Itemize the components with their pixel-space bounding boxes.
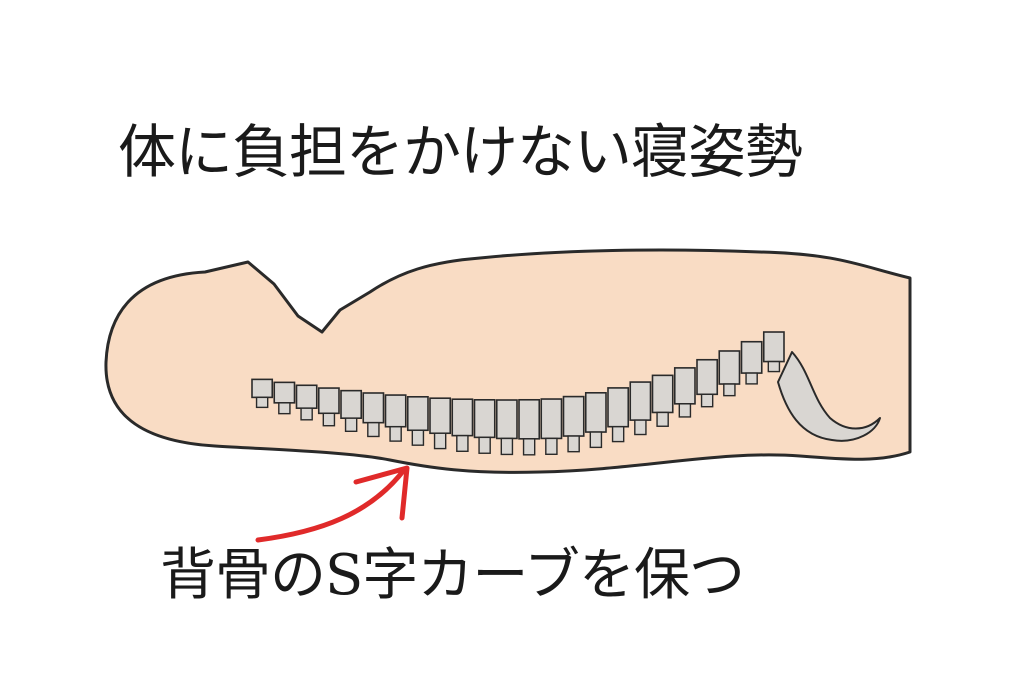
vertebra (607, 387, 630, 428)
vertebra (273, 381, 296, 404)
sacrum (777, 351, 881, 442)
vertebra-process (344, 417, 358, 433)
vertebra (651, 374, 674, 414)
vertebra-process (700, 393, 714, 408)
arrow-shaft (255, 467, 407, 543)
vertebra (340, 389, 363, 419)
vertebra (295, 384, 318, 409)
vertebra-process (522, 438, 536, 456)
vertebra (762, 331, 785, 363)
vertebra-process (456, 434, 469, 452)
vertebra (562, 395, 585, 437)
vertebra (451, 398, 474, 437)
vertebra (251, 378, 274, 399)
vertebra-process (411, 429, 425, 446)
vertebra-process (478, 436, 491, 454)
vertebra-process (745, 372, 758, 385)
vertebra-process (278, 402, 291, 415)
vertebra (473, 399, 496, 439)
vertebra-process (678, 403, 692, 418)
vertebra-process (545, 437, 558, 455)
caption-text: 背骨のS字カーブを保つ (160, 543, 745, 608)
vertebra (584, 392, 607, 433)
vertebra-process (433, 432, 447, 450)
vertebra (629, 381, 652, 421)
vertebra (317, 387, 340, 415)
vertebra (718, 350, 741, 385)
vertebra (740, 340, 763, 374)
vertebra (495, 399, 518, 440)
vertebra (696, 358, 719, 396)
vertebra-process (322, 412, 336, 427)
vertebra-process (389, 426, 402, 442)
vertebra-process (634, 419, 647, 436)
page-title: 体に負担をかけない寝姿勢 (118, 118, 803, 186)
vertebra (429, 397, 452, 435)
vertebra (384, 394, 407, 428)
vertebra (362, 392, 385, 424)
vertebra-process (589, 431, 603, 449)
vertebra (518, 398, 541, 440)
vertebra-process (367, 421, 380, 438)
vertebra (406, 395, 429, 432)
vertebra (673, 367, 696, 405)
vertebra-process (611, 425, 625, 443)
vertebra (540, 398, 563, 440)
arrow-head (353, 465, 410, 521)
vertebra-process (767, 360, 781, 373)
vertebra-process (567, 435, 580, 453)
vertebra-process (723, 383, 736, 397)
spine (251, 331, 785, 456)
vertebra-process (255, 396, 269, 409)
vertebra-process (300, 407, 313, 421)
vertebra-process (656, 411, 669, 427)
vertebra-process (500, 437, 514, 456)
